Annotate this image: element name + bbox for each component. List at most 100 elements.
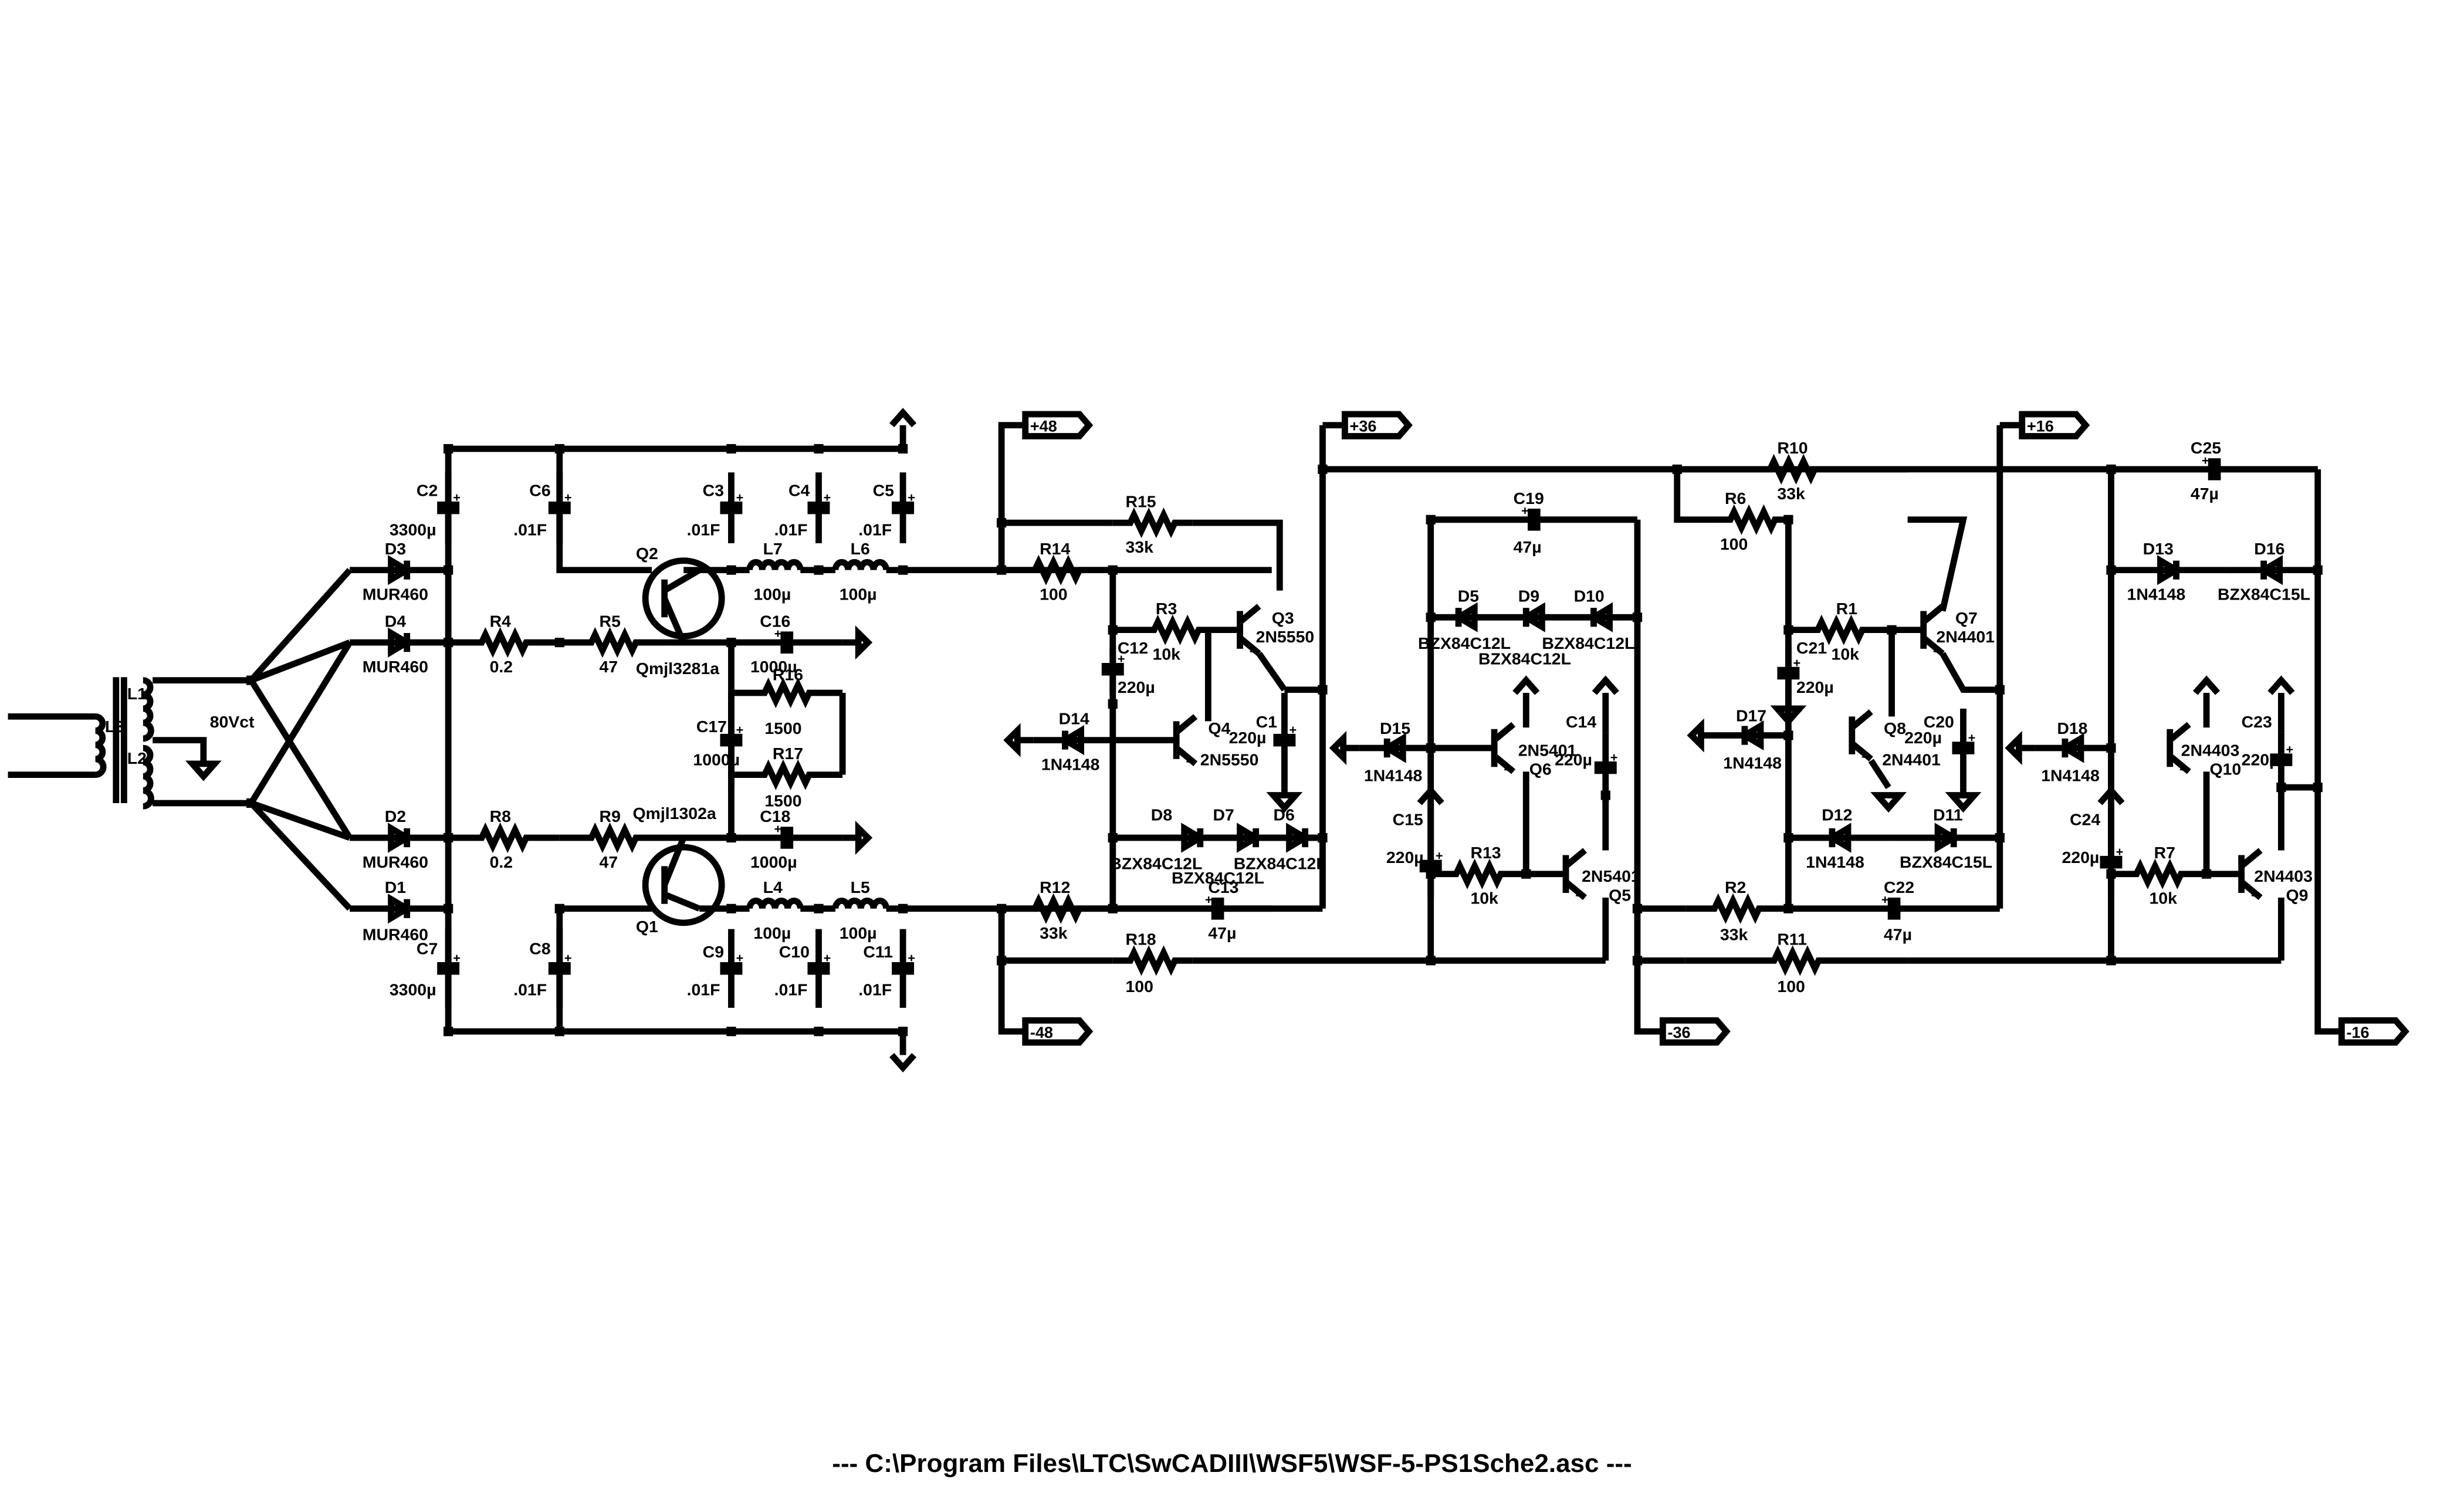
capacitor-symbol [720,693,743,788]
polarity-mark: + [2286,742,2294,756]
value-c21: 220µ [1796,678,1834,696]
ref-c7: C7 [417,939,438,958]
value-c15: 220µ [1386,848,1424,867]
inductor-symbol [832,898,890,909]
inductor-symbol [746,559,804,571]
ground-arrow [842,625,873,660]
capacitor-symbol [807,472,830,544]
value-q7: 2N4401 [1936,627,1995,646]
ground-symbol [1266,792,1303,813]
polarity-mark: + [736,722,744,737]
value-c7: 3300µ [390,980,436,999]
value-r17: 1500 [764,791,801,810]
polarity-mark: + [908,490,915,505]
net-label-flag [1022,1017,1094,1046]
polarity-mark: + [453,950,461,965]
value-r9: 47 [600,852,618,871]
diode-symbol [1519,602,1545,632]
resistor-symbol [731,677,843,709]
wire [998,422,1025,570]
diode-symbol [1380,733,1406,763]
wire [250,639,351,683]
value-c19: 47µ [1514,537,1542,556]
polarity-mark: + [1436,848,1443,863]
junction-dot [814,565,824,575]
ref-c6: C6 [529,481,550,500]
ref-r1: R1 [1836,599,1857,618]
ref-q5: Q5 [1609,885,1631,904]
wire [1634,519,1663,1035]
net-label-text: -16 [2346,1024,2369,1041]
ref-c12: C12 [1118,638,1148,657]
junction-dot [1995,832,2005,843]
polarity-mark: + [774,821,782,836]
ref-r5: R5 [600,611,621,630]
value-q4: 2N5550 [1200,750,1259,769]
value-r7: 10k [2149,889,2177,908]
value-c20: 220µ [1904,728,1942,747]
wire [1674,469,1717,523]
value-r3: 10k [1153,645,1181,664]
wire [1907,516,1968,612]
value-c13: 47µ [1208,923,1236,942]
net-label-text: +48 [1030,418,1057,435]
junction-dot [1426,956,1436,966]
value-c6: .01F [513,520,547,539]
value-d13: 1N4148 [2127,585,2186,604]
ref-c15: C15 [1393,810,1423,829]
diode-symbol [388,823,414,853]
ref-c16: C16 [760,611,790,630]
ref-d11: D11 [1933,805,1963,824]
value-d3: MUR460 [363,585,428,604]
q1-leads [661,837,732,912]
ref-r9: R9 [600,807,621,825]
value-r10: 33k [1777,484,1805,503]
polarity-mark: + [1610,750,1618,764]
polarity-mark: + [1205,892,1213,907]
transistor-symbol [1491,722,1516,774]
file-path-footer: --- C:\Program Files\LTC\SwCADIII\WSF5\W… [832,1449,1632,1478]
polarity-mark: + [736,950,744,965]
ref-d4: D4 [385,611,407,630]
value-r8: 0.2 [490,852,513,871]
ref-c4: C4 [788,481,810,500]
net-label-text: -36 [1667,1024,1690,1041]
net-label-flag [1659,1017,1731,1046]
value-d2: MUR460 [363,852,428,871]
capacitor-symbol [1273,693,1296,788]
junction-dot [1995,685,2005,695]
ref-r8: R8 [490,807,511,825]
wire [1940,652,2000,693]
junction-dot [444,444,453,454]
ref-c24: C24 [2070,810,2100,829]
diode-symbol [1286,823,1312,853]
value-d6: BZX84C12L [1234,854,1326,873]
wire [2314,469,2342,1035]
wire [2203,771,2242,878]
ref-c22: C22 [1884,878,1914,896]
ref-d16: D16 [2254,539,2284,558]
polarity-mark: + [1881,892,1889,907]
ref-q1: Q1 [636,917,658,936]
wire [250,800,351,841]
polarity-mark: + [908,950,915,965]
value-d7: BZX84C12L [1172,868,1264,887]
ground-symbol [1870,792,1907,813]
wire [1522,771,1566,878]
ref-c25: C25 [2191,438,2221,457]
value-c3: .01F [687,520,720,539]
transformer-primary [95,713,107,778]
emitter-arrow [1575,889,1585,898]
value-r15: 33k [1125,537,1153,556]
value-r16: 1500 [764,719,801,737]
wire [1192,519,1283,591]
value-d4: MUR460 [363,657,428,676]
capacitor-symbol [437,929,460,1008]
junction-dot [444,903,453,913]
polarity-mark: + [736,490,744,505]
ref-c3: C3 [703,481,724,500]
net-label-text: +36 [1350,418,1377,435]
junction-dot [2106,956,2116,966]
ref-d6: D6 [1273,805,1294,824]
